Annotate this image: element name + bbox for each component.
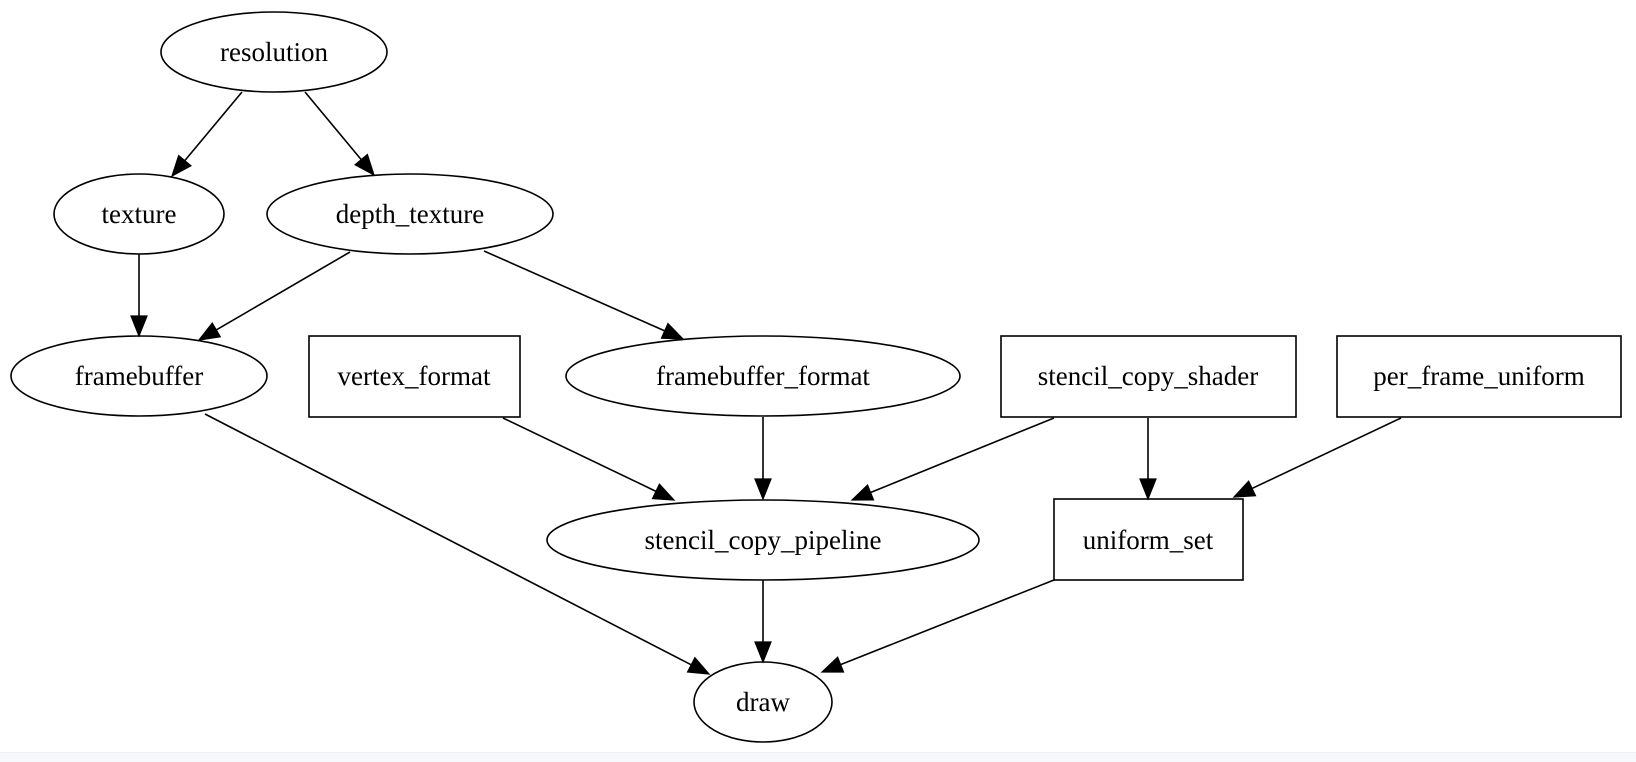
- arrowhead: [353, 153, 376, 177]
- node-vertex-format-shape: [308, 335, 521, 418]
- node-depth-texture: depth_texture: [266, 173, 554, 255]
- arrowhead: [820, 656, 845, 673]
- node-texture-label: texture: [102, 199, 177, 229]
- arrowhead: [660, 322, 685, 340]
- node-stencil-copy-shader-shape: [1000, 335, 1297, 418]
- node-draw: draw: [693, 661, 833, 743]
- node-texture-shape: [53, 173, 225, 255]
- node-framebuffer-format-shape: [565, 335, 961, 417]
- node-draw-label: draw: [736, 687, 790, 717]
- node-framebuffer-shape: [10, 335, 268, 417]
- edge-line: [1251, 417, 1402, 490]
- edge-resolution-to-depth-texture: [304, 91, 376, 177]
- node-resolution-shape: [160, 11, 388, 93]
- node-uniform-set-label: uniform_set: [1083, 525, 1214, 555]
- node-uniform-set-shape: [1053, 498, 1244, 581]
- arrowhead: [1139, 478, 1157, 501]
- edge-line: [304, 91, 362, 161]
- edge-stencil-copy-shader-to-uniform-set: [1139, 418, 1157, 501]
- node-per-frame-uniform: per_frame_uniform: [1336, 335, 1622, 418]
- node-stencil-copy-shader: stencil_copy_shader: [1000, 335, 1297, 418]
- node-per-frame-uniform-label: per_frame_uniform: [1373, 361, 1584, 391]
- edge-line: [840, 579, 1055, 666]
- arrowhead: [754, 478, 772, 501]
- arrowhead: [850, 484, 875, 501]
- node-framebuffer-format-label: framebuffer_format: [656, 361, 870, 391]
- edge-line: [184, 91, 243, 162]
- edge-depth-texture-to-framebuffer: [197, 251, 351, 341]
- node-vertex-format-label: vertex_format: [338, 361, 491, 391]
- edge-vertex-format-to-stencil-copy-pipeline: [502, 417, 676, 501]
- edge-uniform-set-to-draw: [820, 579, 1055, 673]
- node-draw-shape: [693, 661, 833, 743]
- node-vertex-format: vertex_format: [308, 335, 521, 418]
- arrowhead: [197, 321, 222, 341]
- edge-per-frame-uniform-to-uniform-set: [1232, 417, 1402, 498]
- arrowhead: [170, 154, 193, 178]
- node-per-frame-uniform-shape: [1336, 335, 1622, 418]
- edge-depth-texture-to-framebuffer-format: [483, 250, 685, 340]
- node-depth-texture-shape: [266, 173, 554, 255]
- arrowhead: [130, 315, 148, 338]
- arrowhead: [754, 641, 772, 664]
- node-framebuffer-label: framebuffer: [75, 361, 203, 391]
- node-stencil-copy-shader-label: stencil_copy_shader: [1038, 361, 1258, 391]
- node-stencil-copy-pipeline-label: stencil_copy_pipeline: [645, 525, 882, 555]
- edge-resolution-to-texture: [170, 91, 243, 178]
- edge-stencil-copy-shader-to-stencil-copy-pipeline: [850, 417, 1055, 501]
- arrowhead: [1232, 480, 1257, 498]
- edge-line: [215, 251, 351, 331]
- arrowhead: [686, 656, 711, 675]
- node-depth-texture-label: depth_texture: [336, 199, 484, 229]
- edge-line: [483, 250, 666, 332]
- node-resolution: resolution: [160, 11, 388, 93]
- edge-framebuffer-to-draw: [204, 413, 711, 675]
- node-resolution-label: resolution: [220, 37, 328, 67]
- edge-line: [870, 417, 1055, 494]
- edge-texture-to-framebuffer: [130, 254, 148, 338]
- node-texture: texture: [53, 173, 225, 255]
- arrowhead: [651, 483, 676, 501]
- node-framebuffer-format: framebuffer_format: [565, 335, 961, 417]
- edges-layer: [130, 91, 1402, 675]
- edge-line: [204, 413, 692, 666]
- edge-line: [502, 417, 657, 493]
- edge-stencil-copy-pipeline-to-draw: [754, 580, 772, 664]
- node-stencil-copy-pipeline-shape: [546, 499, 980, 581]
- node-uniform-set: uniform_set: [1053, 498, 1244, 581]
- edge-framebuffer-format-to-stencil-copy-pipeline: [754, 417, 772, 501]
- node-framebuffer: framebuffer: [10, 335, 268, 417]
- node-stencil-copy-pipeline: stencil_copy_pipeline: [546, 499, 980, 581]
